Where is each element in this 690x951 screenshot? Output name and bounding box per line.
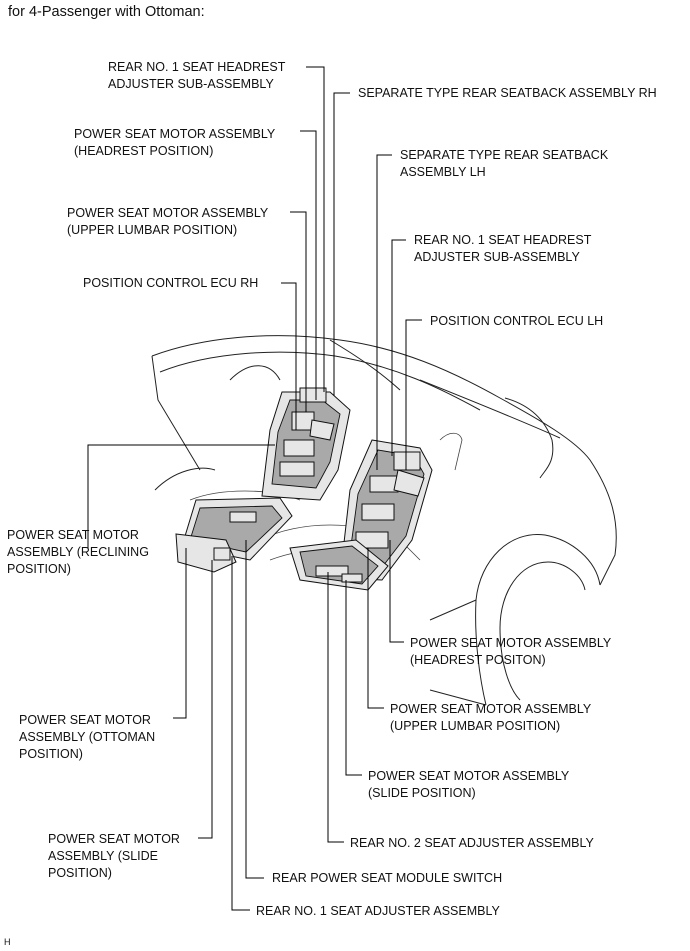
label-motor-reclining: POWER SEAT MOTOR ASSEMBLY (RECLINING POS… xyxy=(7,528,149,576)
label-motor-upper-lumbar-lh: POWER SEAT MOTOR ASSEMBLY (UPPER LUMBAR … xyxy=(390,702,592,733)
label-rear-no2-adjuster: REAR NO. 2 SEAT ADJUSTER ASSEMBLY xyxy=(350,836,594,850)
label-rear-no1-adjuster: REAR NO. 1 SEAT ADJUSTER ASSEMBLY xyxy=(256,904,500,918)
label-module-switch: REAR POWER SEAT MODULE SWITCH xyxy=(272,871,503,885)
car-body-outline xyxy=(151,335,617,706)
seatback-rh-illustration xyxy=(261,387,351,501)
label-seatback-rh: SEPARATE TYPE REAR SEATBACK ASSEMBLY RH xyxy=(358,86,657,100)
label-ecu-lh: POSITION CONTROL ECU LH xyxy=(430,314,604,328)
label-motor-headrest-lh: POWER SEAT MOTOR ASSEMBLY (HEADREST POSI… xyxy=(410,636,612,667)
label-motor-slide-left: POWER SEAT MOTOR ASSEMBLY (SLIDE POSITIO… xyxy=(48,832,180,880)
seatback-lh-illustration xyxy=(339,439,433,581)
leader-lines xyxy=(87,66,422,911)
label-motor-headrest-rh: POWER SEAT MOTOR ASSEMBLY (HEADREST POSI… xyxy=(74,127,276,158)
diagram-heading: for 4-Passenger with Ottoman: xyxy=(8,4,205,20)
label-ecu-rh: POSITION CONTROL ECU RH xyxy=(83,276,259,290)
label-lh-headrest-adjuster: REAR NO. 1 SEAT HEADREST ADJUSTER SUB-AS… xyxy=(414,233,592,264)
label-motor-ottoman: POWER SEAT MOTOR ASSEMBLY (OTTOMAN POSIT… xyxy=(19,713,156,761)
label-rh-headrest-adjuster: REAR NO. 1 SEAT HEADREST ADJUSTER SUB-AS… xyxy=(108,60,286,91)
label-motor-slide-right: POWER SEAT MOTOR ASSEMBLY (SLIDE POSITIO… xyxy=(368,769,570,800)
label-motor-upper-lumbar-rh: POWER SEAT MOTOR ASSEMBLY (UPPER LUMBAR … xyxy=(67,206,269,237)
label-seatback-lh: SEPARATE TYPE REAR SEATBACK ASSEMBLY LH xyxy=(400,148,609,179)
seat-cushion-rh-illustration xyxy=(175,497,293,573)
seat-cushion-lh-illustration xyxy=(289,539,389,591)
figure-code: H xyxy=(4,937,11,947)
